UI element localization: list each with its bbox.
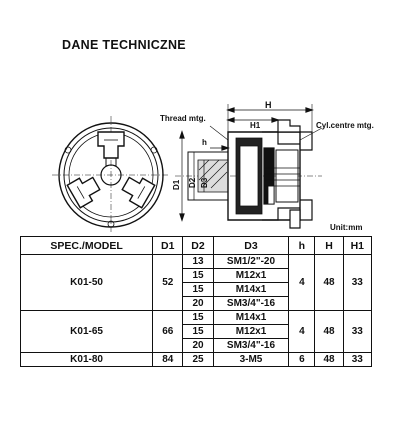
d3-cell: 3-M5: [212, 352, 290, 367]
H-cell: 48: [314, 352, 344, 367]
H-cell: 48: [314, 310, 344, 353]
d1-cell: 84: [152, 352, 184, 367]
dimension-h1-label: H1: [250, 121, 261, 130]
header-d3: D3: [212, 236, 290, 255]
H-cell: 48: [314, 254, 344, 311]
d2-cell: 13: [182, 254, 214, 269]
d3-cell: M12x1: [212, 324, 290, 339]
d2-cell: 15: [182, 282, 214, 297]
model-cell: K01-65: [19, 310, 154, 353]
d2-cell: 20: [182, 296, 214, 311]
header-d2: D2: [182, 236, 214, 255]
d3-cell: SM3/4"-16: [212, 338, 290, 353]
table-row: 15 M12x1: [21, 268, 372, 283]
H1-cell: 33: [342, 352, 373, 367]
h-cell: 6: [288, 352, 316, 367]
d2-cell: 15: [182, 268, 214, 283]
header-H1: H1: [342, 236, 373, 255]
dimension-d2-label: D2: [188, 177, 197, 188]
header-H: H: [314, 236, 344, 255]
d3-cell: M14x1: [212, 282, 290, 297]
header-d1: D1: [152, 236, 184, 255]
table-header-row: SPEC./MODEL D1 D2 D3 h H H1: [19, 236, 373, 255]
header-h: h: [288, 236, 316, 255]
dimension-d3-label: D3: [200, 177, 209, 188]
unit-label: Unit:mm: [330, 223, 363, 232]
d2-cell: 15: [182, 324, 214, 339]
dimension-small-h-label: h: [202, 138, 207, 147]
page-title: DANE TECHNICZNE: [62, 38, 186, 52]
h-cell: 4: [288, 254, 316, 311]
table-row: 20 SM3/4"-16: [21, 296, 372, 311]
H1-cell: 33: [342, 310, 373, 353]
table-row: K01-50 52 13 SM1/2"-20 4 48 33: [19, 254, 373, 311]
cyl-centre-mount-label: Cyl.centre mtg.: [316, 121, 374, 130]
table-row: 15 M12x1: [21, 324, 372, 339]
d3-cell: M12x1: [212, 268, 290, 283]
d3-cell: SM3/4"-16: [212, 296, 290, 311]
chuck-drawing: [52, 104, 323, 234]
table-row: K01-80 84 25 3-M5 6 48 33: [19, 352, 373, 367]
H1-cell: 33: [342, 254, 373, 311]
chuck-side-view: [175, 104, 323, 229]
header-spec-model: SPEC./MODEL: [19, 236, 154, 255]
dimension-d1-label: D1: [172, 179, 181, 190]
d2-cell: 25: [182, 352, 214, 367]
d2-cell: 15: [182, 310, 214, 325]
model-cell: K01-50: [19, 254, 154, 311]
h-cell: 4: [288, 310, 316, 353]
d2-cell: 20: [182, 338, 214, 353]
table-row: K01-65 66 15 M14x1 4 48 33: [19, 310, 373, 353]
d3-cell: M14x1: [212, 310, 290, 325]
chuck-front-view: [52, 116, 170, 234]
dimension-h-label: H: [265, 100, 272, 110]
d3-cell: SM1/2"-20: [212, 254, 290, 269]
table-row: 15 M14x1: [21, 282, 372, 297]
thread-mount-label: Thread mtg.: [160, 114, 206, 123]
spec-table: SPEC./MODEL D1 D2 D3 h H H1 K01-50 52 13…: [19, 236, 373, 367]
model-cell: K01-80: [19, 352, 154, 367]
d1-cell: 52: [152, 254, 184, 311]
d1-cell: 66: [152, 310, 184, 353]
